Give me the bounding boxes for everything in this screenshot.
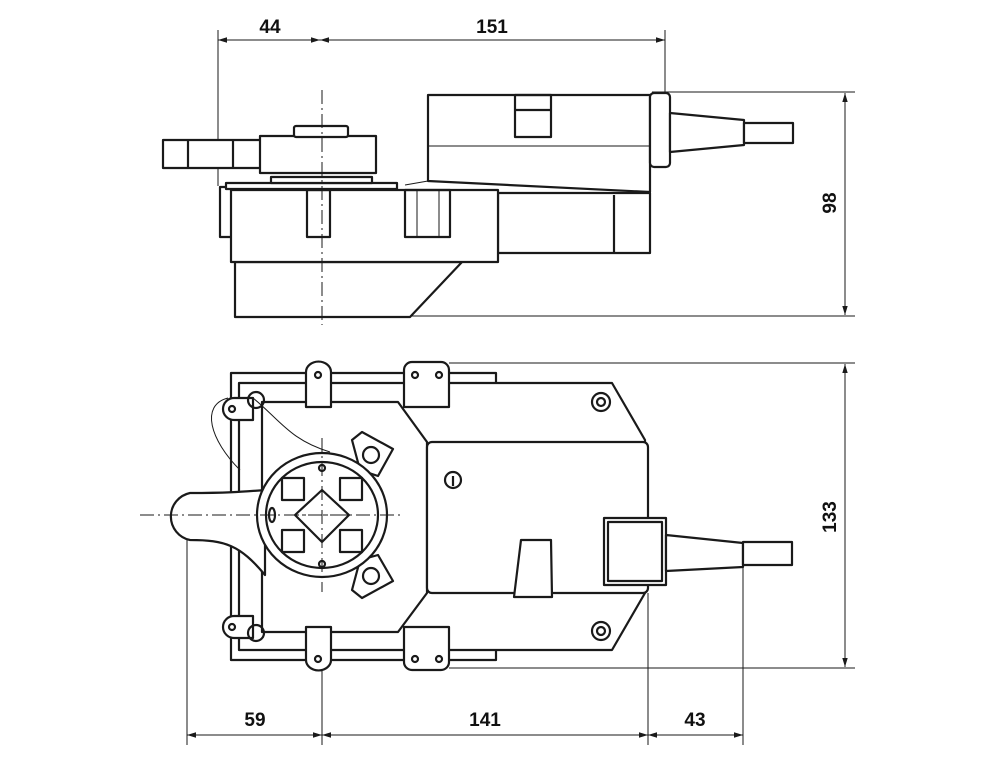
side-view: 44 151 98 — [161, 17, 855, 325]
dimension-label-133: 133 — [820, 501, 841, 533]
dimension-label-98: 98 — [820, 192, 841, 213]
bottom-body — [169, 360, 794, 672]
side-dimension-lines — [217, 30, 855, 317]
bottom-view: 59 141 43 133 — [140, 360, 855, 745]
keyhole-icon — [443, 470, 463, 490]
dimension-label-151: 151 — [476, 17, 508, 38]
bottom-dimension-lines — [186, 362, 855, 745]
side-body — [161, 91, 795, 319]
dimension-label-141: 141 — [469, 710, 501, 731]
dimension-label-44: 44 — [259, 17, 281, 38]
dimension-label-59: 59 — [244, 710, 265, 731]
dimension-label-43: 43 — [684, 710, 705, 731]
